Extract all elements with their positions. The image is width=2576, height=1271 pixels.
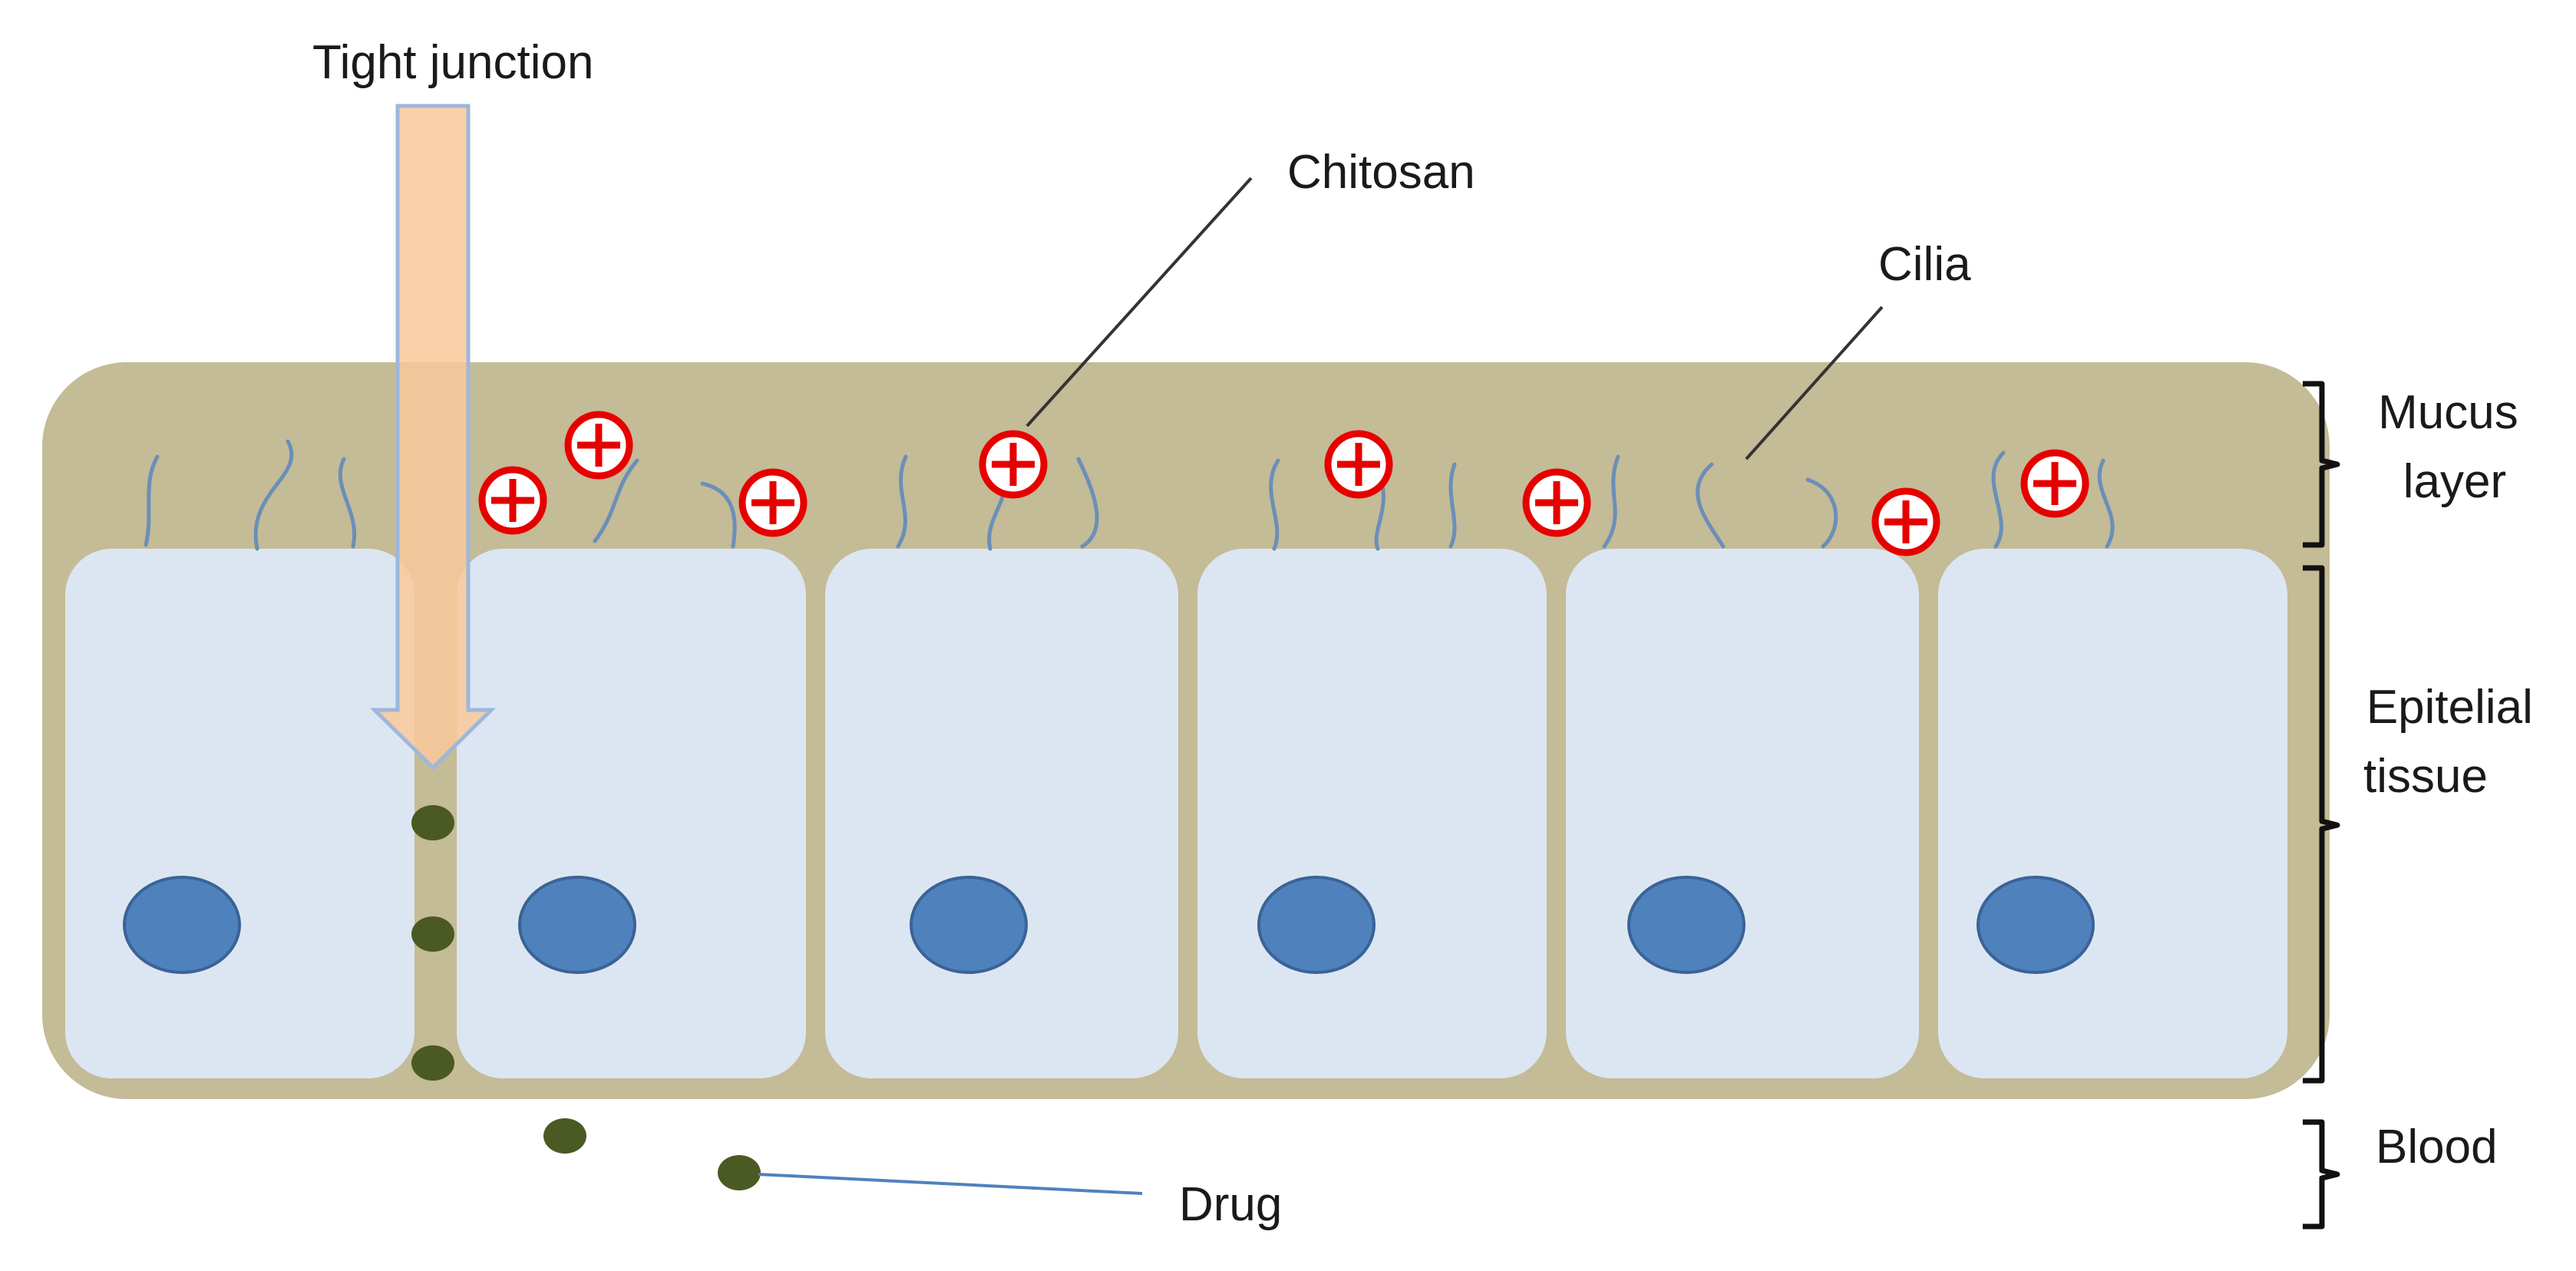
drug-leader-line: [758, 1173, 1143, 1195]
plus-circle-icon: [979, 430, 1048, 499]
nucleus: [1977, 876, 2095, 974]
epithelial-tissue-label-line2: tissue: [2363, 750, 2488, 803]
layer-brackets: [2303, 381, 2340, 1230]
cilium: [1076, 457, 1099, 549]
epithelial-cell: [1197, 549, 1547, 1078]
cilia-leader-line: [1745, 305, 1884, 461]
cilium: [593, 458, 639, 543]
drug-label: Drug: [1179, 1178, 1282, 1231]
plus-circle-icon: [2020, 449, 2089, 518]
cilium: [1602, 454, 1620, 549]
plus-circle-icon: [1522, 468, 1591, 537]
mucus-layer-label-line1: Mucus: [2378, 386, 2518, 439]
nucleus: [1627, 876, 1745, 974]
plus-circle-icon: [564, 411, 633, 480]
curly-bracket-icon: [2303, 381, 2340, 548]
cilium: [1696, 462, 1726, 549]
nucleus: [910, 876, 1028, 974]
epithelial-cell: [457, 549, 806, 1078]
curly-bracket-icon: [2303, 565, 2340, 1084]
nuclei: [123, 876, 2095, 974]
nucleus: [518, 876, 636, 974]
cilium: [338, 457, 357, 549]
nucleus: [1257, 876, 1376, 974]
epithelial-tissue-label-line1: Epitelial: [2366, 681, 2533, 734]
cilium: [1269, 458, 1280, 551]
dot-icon: [543, 1118, 586, 1154]
mucus-layer-label: Mucus layer: [2378, 386, 2531, 508]
cilium: [1448, 462, 1457, 549]
dot-icon: [411, 1045, 454, 1081]
cilium: [1991, 451, 2006, 549]
arrow-down-icon: [369, 104, 497, 771]
cilia-label: Cilia: [1878, 238, 1971, 291]
epithelial-cell: [1938, 549, 2287, 1078]
cilium: [253, 439, 294, 551]
mucus-layer-label-line2: layer: [2403, 455, 2506, 508]
drug-particles: [411, 805, 761, 1190]
chitosan-particles: [478, 411, 2089, 556]
chitosan-leader-line: [1025, 177, 1253, 428]
chitosan-label: Chitosan: [1287, 146, 1475, 199]
cilium: [144, 454, 160, 547]
cilium: [700, 481, 737, 549]
epithelial-cell: [1566, 549, 1919, 1078]
epithelial-tissue-label: Epitelial tissue: [2363, 681, 2546, 803]
plus-circle-icon: [1324, 430, 1393, 499]
nucleus: [123, 876, 241, 974]
epithelial-cell: [65, 549, 414, 1078]
cilium: [1805, 477, 1838, 549]
plus-circle-icon: [478, 466, 547, 535]
cilium: [896, 454, 908, 549]
plus-circle-icon: [1871, 487, 1940, 556]
dot-icon: [411, 916, 454, 952]
curly-bracket-icon: [2303, 1119, 2340, 1230]
cilium: [2097, 458, 2115, 549]
epithelial-cell: [825, 549, 1178, 1078]
plus-circle-icon: [738, 468, 807, 537]
dot-icon: [411, 805, 454, 840]
dot-icon: [718, 1155, 761, 1190]
blood-label: Blood: [2376, 1121, 2498, 1174]
tight-junction-label: Tight junction: [312, 36, 593, 89]
